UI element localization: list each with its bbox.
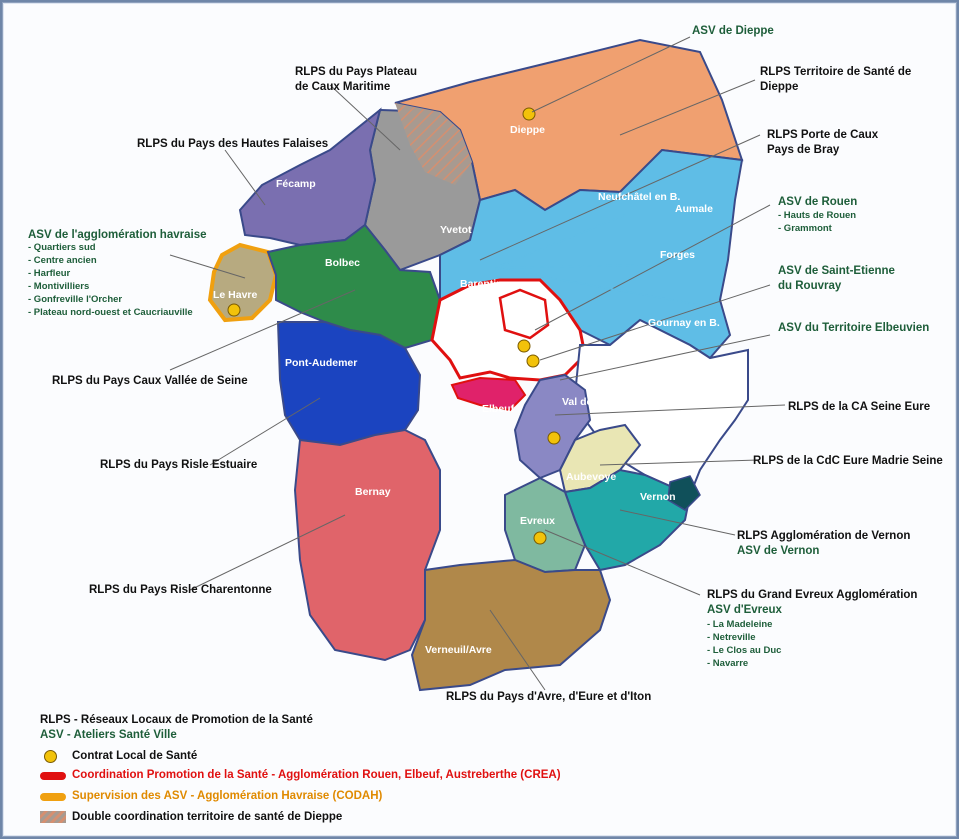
legend-crea-swatch bbox=[40, 772, 66, 780]
region-havre bbox=[207, 242, 279, 323]
town-elbeuf: Elbeuf bbox=[482, 403, 515, 415]
dot-dieppe bbox=[522, 107, 536, 121]
region-vernon-dark bbox=[667, 475, 701, 511]
asv-evreux-item-0: - La Madeleine bbox=[707, 619, 772, 630]
legend-contrat: Contrat Local de Santé bbox=[72, 750, 198, 762]
legend-dot-swatch bbox=[44, 750, 57, 763]
label-rlps-ca-seine-eure: RLPS de la CA Seine Eure bbox=[788, 401, 930, 413]
town-bernay: Bernay bbox=[355, 486, 391, 498]
town-rouen: Rouen bbox=[508, 309, 541, 321]
asv-havraise-item-1: - Centre ancien bbox=[28, 255, 97, 266]
asv-havraise-item-0: - Quartiers sud bbox=[28, 242, 96, 253]
label-asv-vernon: ASV de Vernon bbox=[737, 545, 819, 557]
town-verneuil: Verneuil/Avre bbox=[425, 644, 492, 656]
label-rlps-plateau-l1: RLPS du Pays Plateau bbox=[295, 66, 417, 78]
town-gournay: Gournay en B. bbox=[648, 317, 720, 329]
region-charentonne bbox=[293, 428, 441, 662]
town-evreux: Evreux bbox=[520, 515, 555, 527]
region-rouen bbox=[498, 288, 550, 340]
region-avre bbox=[410, 558, 612, 692]
asv-havraise-item-3: - Montivilliers bbox=[28, 281, 89, 292]
asv-havraise-item-5: - Plateau nord-ouest et Caucriauville bbox=[28, 307, 193, 318]
list-asv-havraise: - Quartiers sud - Centre ancien - Harfle… bbox=[28, 242, 193, 318]
asv-havraise-item-4: - Gonfreville l'Orcher bbox=[28, 294, 122, 305]
asv-rouen-item-0: - Hauts de Rouen bbox=[778, 210, 856, 221]
legend-codah: Supervision des ASV - Agglomération Havr… bbox=[72, 790, 383, 802]
label-asv-havraise: ASV de l'agglomération havraise bbox=[28, 229, 207, 241]
list-asv-rouen: - Hauts de Rouen - Grammont bbox=[778, 210, 856, 234]
contract-dots bbox=[227, 107, 561, 545]
asv-evreux-item-2: - Le Clos au Duc bbox=[707, 645, 781, 656]
label-rlps-caux-vallee: RLPS du Pays Caux Vallée de Seine bbox=[52, 375, 248, 387]
town-le-havre: Le Havre bbox=[213, 289, 258, 301]
label-rlps-falaises: RLPS du Pays des Hautes Falaises bbox=[137, 138, 328, 150]
label-asv-st-etienne-l2: du Rouvray bbox=[778, 280, 842, 292]
town-aumale: Aumale bbox=[675, 203, 713, 215]
label-rlps-evreux: RLPS du Grand Evreux Agglomération bbox=[707, 589, 917, 601]
dot-val-de-reuil bbox=[547, 431, 561, 445]
label-asv-st-etienne: ASV de Saint-Etienne du Rouvray bbox=[778, 265, 898, 292]
label-rlps-bray-l2: Pays de Bray bbox=[767, 144, 840, 156]
town-aubevoye: Aubevoye bbox=[566, 471, 616, 483]
town-pont-audemer: Pont-Audemer bbox=[285, 357, 357, 369]
asv-evreux-item-3: - Navarre bbox=[707, 658, 748, 669]
region-hatched bbox=[395, 103, 472, 185]
label-rlps-vernon: RLPS Agglomération de Vernon bbox=[737, 530, 910, 542]
town-dieppe: Dieppe bbox=[510, 124, 545, 136]
region-elbeuf bbox=[450, 376, 527, 412]
label-rlps-bray-l1: RLPS Porte de Caux bbox=[767, 129, 879, 141]
legend-rlps-def: RLPS - Réseaux Locaux de Promotion de la… bbox=[40, 714, 313, 726]
town-bolbec: Bolbec bbox=[325, 257, 360, 269]
town-neufchatel: Neufchâtel en B. bbox=[598, 191, 680, 203]
town-barentin: Barentin bbox=[460, 278, 503, 290]
list-asv-evreux: - La Madeleine - Netreville - Le Clos au… bbox=[707, 619, 781, 669]
label-rlps-dieppe-l1: RLPS Territoire de Santé de bbox=[760, 66, 911, 78]
callout-labels: ASV de Dieppe RLPS Territoire de Santé d… bbox=[28, 25, 943, 703]
leader-lines bbox=[169, 36, 786, 691]
label-rlps-plateau: RLPS du Pays Plateau de Caux Maritime bbox=[295, 66, 420, 93]
town-labels: Dieppe Fécamp Yvetot Neufchâtel en B. Au… bbox=[213, 124, 720, 656]
legend-crea: Coordination Promotion de la Santé - Agg… bbox=[72, 769, 561, 781]
asv-havraise-item-2: - Harfleur bbox=[28, 268, 71, 279]
town-yvetot: Yvetot bbox=[440, 224, 472, 236]
town-forges: Forges bbox=[660, 249, 695, 261]
region-hautes-falaises bbox=[238, 107, 382, 247]
legend-asv-def: ASV - Ateliers Santé Ville bbox=[40, 729, 177, 741]
label-rlps-dieppe: RLPS Territoire de Santé de Dieppe bbox=[760, 66, 914, 93]
region-evreux bbox=[504, 476, 587, 574]
town-val-de-reuil: Val de Reuil bbox=[562, 396, 621, 408]
label-asv-dieppe: ASV de Dieppe bbox=[692, 25, 774, 37]
label-asv-st-etienne-l1: ASV de Saint-Etienne bbox=[778, 265, 895, 277]
dot-st-etienne bbox=[526, 354, 540, 368]
label-asv-elbeuvien: ASV du Territoire Elbeuvien bbox=[778, 322, 929, 334]
label-rlps-dieppe-l2: Dieppe bbox=[760, 81, 798, 93]
label-rlps-bray: RLPS Porte de Caux Pays de Bray bbox=[767, 129, 881, 156]
label-rlps-risle-estuaire: RLPS du Pays Risle Estuaire bbox=[100, 459, 257, 471]
dot-le-havre bbox=[227, 303, 241, 317]
bray-arrows bbox=[494, 214, 701, 306]
legend-codah-swatch bbox=[40, 793, 66, 801]
label-asv-rouen: ASV de Rouen bbox=[778, 196, 857, 208]
dot-evreux bbox=[533, 531, 547, 545]
label-rlps-charentonne: RLPS du Pays Risle Charentonne bbox=[89, 584, 272, 596]
asv-rouen-item-1: - Grammont bbox=[778, 223, 833, 234]
dot-rouen bbox=[517, 339, 531, 353]
label-rlps-avre: RLPS du Pays d'Avre, d'Eure et d'Iton bbox=[446, 691, 651, 703]
label-rlps-madrie: RLPS de la CdC Eure Madrie Seine bbox=[753, 455, 943, 467]
legend-hatch-swatch bbox=[40, 811, 66, 823]
label-rlps-plateau-l2: de Caux Maritime bbox=[295, 81, 390, 93]
asv-evreux-item-1: - Netreville bbox=[707, 632, 756, 643]
label-asv-evreux: ASV d'Evreux bbox=[707, 604, 783, 616]
town-vernon: Vernon bbox=[640, 491, 676, 503]
town-fecamp: Fécamp bbox=[276, 178, 316, 190]
region-pont-audemer bbox=[276, 321, 422, 447]
legend-double: Double coordination territoire de santé … bbox=[72, 811, 343, 823]
